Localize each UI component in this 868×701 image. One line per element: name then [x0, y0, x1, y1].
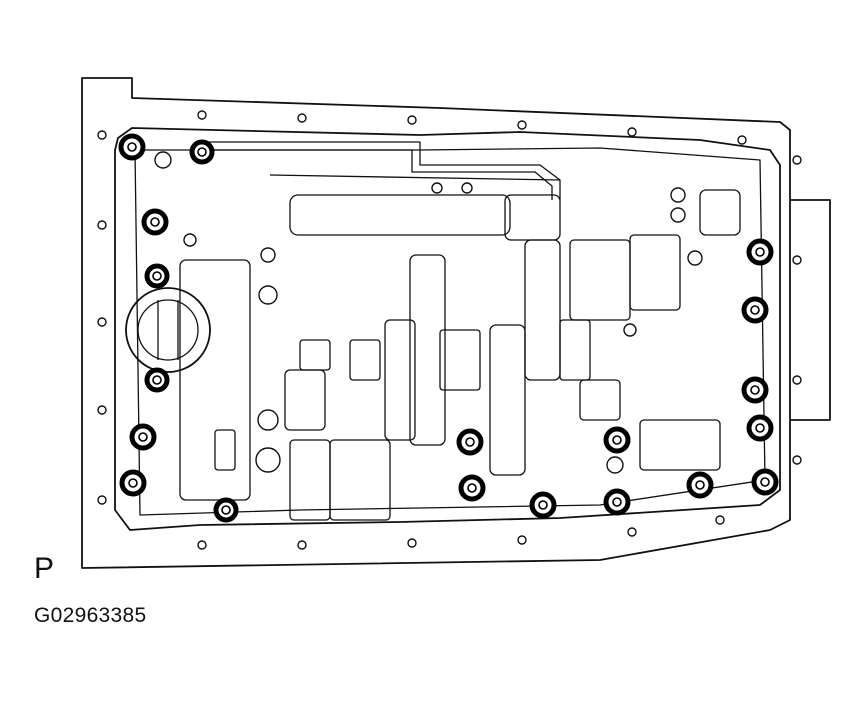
- bolt-icon: [686, 471, 714, 499]
- valve-body-inner: [134, 147, 766, 516]
- bolt-icon: [144, 367, 170, 393]
- accumulator-circle: [125, 287, 211, 373]
- bolt-icon: [141, 208, 169, 236]
- bolt-icon: [458, 474, 486, 502]
- spool-valves: [179, 189, 741, 521]
- holes: [97, 110, 802, 550]
- bolt-icon: [529, 491, 557, 519]
- case-outline: [81, 77, 791, 569]
- bolt-icon: [144, 263, 170, 289]
- bolt-icon: [456, 428, 484, 456]
- bolt-icon: [603, 426, 631, 454]
- bolt-icon: [603, 488, 631, 516]
- bolt-icon: [189, 139, 215, 165]
- bolt-icon: [746, 238, 774, 266]
- accumulator-inner: [137, 299, 199, 361]
- view-label: P: [34, 552, 55, 585]
- bolt-icon: [741, 376, 769, 404]
- bolt-icon: [213, 497, 239, 523]
- case-flange-right: [790, 199, 831, 421]
- figure-id: G02963385: [34, 604, 147, 627]
- accumulator-slot: [157, 300, 179, 360]
- bolt-icon: [741, 296, 769, 324]
- bolt-icon: [746, 414, 774, 442]
- oil-tube: [195, 141, 561, 200]
- bolt-icon: [129, 423, 157, 451]
- bolt-icon: [751, 468, 779, 496]
- bolt-icon: [119, 469, 147, 497]
- bolt-icon: [118, 133, 146, 161]
- valve-body-outline: [114, 127, 781, 531]
- bolts: [118, 133, 779, 523]
